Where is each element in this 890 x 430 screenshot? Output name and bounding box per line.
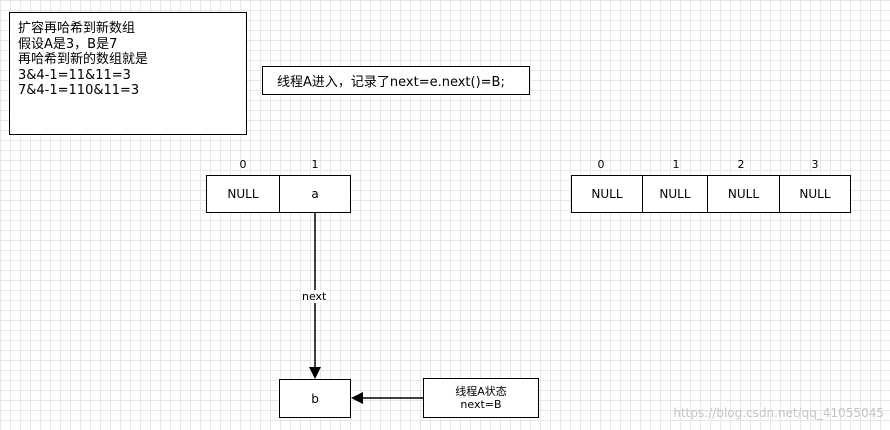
note-line-1: 扩容再哈希到新数组 (18, 21, 136, 36)
new-index-1: 1 (672, 158, 680, 171)
state-line-1: 线程A状态 (455, 385, 507, 398)
state-arrow-head (351, 392, 363, 404)
next-edge-label: next (301, 290, 328, 303)
state-line-2: next=B (460, 398, 502, 411)
note-line-5: 7&4-1=110&11=3 (18, 83, 140, 98)
explanation-note: 扩容再哈希到新数组 假设A是3，B是7 再哈希到新的数组就是 3&4-1=11&… (9, 12, 247, 135)
old-index-1: 1 (311, 158, 319, 171)
node-b: b (279, 379, 351, 418)
new-cell-3: NULL (779, 175, 851, 213)
note-line-3: 再哈希到新的数组就是 (18, 52, 149, 67)
old-cell-1: a (279, 175, 351, 213)
new-cell-0: NULL (571, 175, 643, 213)
old-index-0: 0 (239, 158, 247, 171)
thread-state-note: 线程A状态 next=B (423, 378, 539, 418)
new-index-3: 3 (811, 158, 819, 171)
next-arrow-head (309, 367, 321, 379)
note-line-4: 3&4-1=11&11=3 (18, 67, 131, 83)
note-line-2: 假设A是3，B是7 (18, 36, 118, 52)
thread-note-text: 线程A进入，记录了next=e.next()=B; (277, 75, 505, 90)
new-index-2: 2 (737, 158, 745, 171)
new-index-0: 0 (597, 158, 605, 171)
thread-note: 线程A进入，记录了next=e.next()=B; (262, 66, 530, 95)
watermark: https://blog.csdn.net/qq_41055045 (673, 406, 884, 420)
